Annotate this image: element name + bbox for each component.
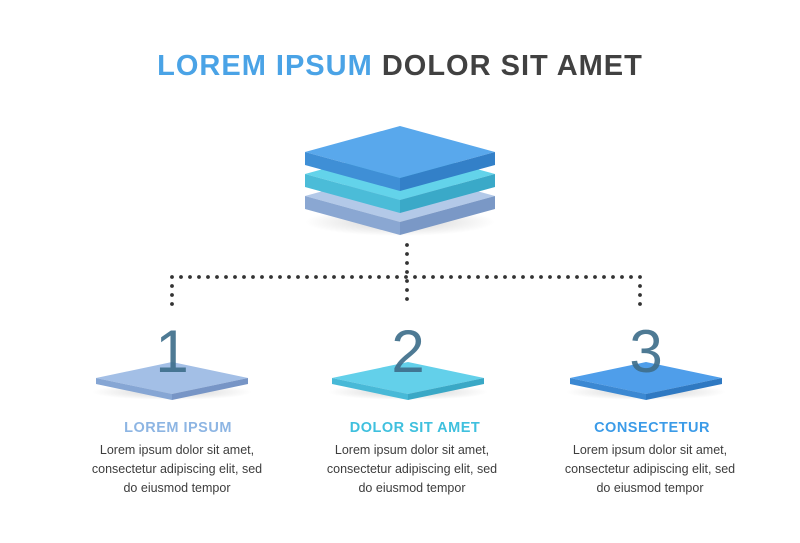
- step-platform-1: 1: [92, 318, 252, 400]
- page-title: LOREM IPSUM DOLOR SIT AMET: [0, 50, 800, 83]
- connector-dot: [359, 275, 363, 279]
- step-heading-3: CONSECTETUR: [594, 420, 710, 436]
- connector-dot: [377, 275, 381, 279]
- connector-dot: [422, 275, 426, 279]
- connector-dot: [323, 275, 327, 279]
- connector-dot: [566, 275, 570, 279]
- connector-dot: [251, 275, 255, 279]
- connector-dot: [602, 275, 606, 279]
- step-description-2: Lorem ipsum dolor sit amet, consectetur …: [292, 441, 532, 498]
- connector-dot: [503, 275, 507, 279]
- description-line: consectetur adipiscing elit, sed: [564, 462, 736, 476]
- connector-dot: [405, 261, 409, 265]
- connector-dot: [260, 275, 264, 279]
- title-accent-part: LOREM IPSUM: [157, 50, 373, 82]
- connector-dot: [305, 275, 309, 279]
- step-platform-3: 3: [566, 318, 726, 400]
- connector-dot: [405, 279, 409, 283]
- connector-dot: [458, 275, 462, 279]
- connector-dot: [467, 275, 471, 279]
- title-dark-part: DOLOR SIT AMET: [381, 50, 643, 82]
- step-heading-1: LOREM IPSUM: [124, 420, 232, 436]
- connector-dot: [494, 275, 498, 279]
- connector-dot: [206, 275, 210, 279]
- connector-dot: [386, 275, 390, 279]
- connector-dot: [341, 275, 345, 279]
- step-number-3: 3: [629, 318, 662, 385]
- step-number-1: 1: [155, 318, 188, 385]
- connector-dot: [485, 275, 489, 279]
- connector-dot: [215, 275, 219, 279]
- connector-dot: [405, 243, 409, 247]
- connector-dot: [170, 275, 174, 279]
- connector-dot: [278, 275, 282, 279]
- connector-dot: [638, 275, 642, 279]
- description-line: do eiusmod tempor: [358, 481, 466, 495]
- step-heading-2: DOLOR SIT AMET: [349, 420, 481, 436]
- step-platform-2: 2: [328, 318, 488, 400]
- connector-dot: [233, 275, 237, 279]
- connector-dot: [638, 284, 642, 288]
- connector-dot: [368, 275, 372, 279]
- connector-dot: [296, 275, 300, 279]
- description-line: Lorem ipsum dolor sit amet,: [572, 443, 728, 457]
- connector-dot: [539, 275, 543, 279]
- connector-dot: [242, 275, 246, 279]
- connector-dot: [188, 275, 192, 279]
- connector-dot: [395, 275, 399, 279]
- connector-dot: [405, 297, 409, 301]
- connector-dot: [548, 275, 552, 279]
- connector-dot: [575, 275, 579, 279]
- connector-drop-3: [638, 284, 642, 306]
- connector-dot: [170, 302, 174, 306]
- step-description-3: Lorem ipsum dolor sit amet, consectetur …: [530, 441, 770, 498]
- connector-dot: [350, 275, 354, 279]
- connector-dot: [269, 275, 273, 279]
- connector-dot: [224, 275, 228, 279]
- connector-dot: [629, 275, 633, 279]
- step-number-2: 2: [391, 318, 424, 385]
- connector-dot: [431, 275, 435, 279]
- description-line: do eiusmod tempor: [123, 481, 231, 495]
- connector-lines: [170, 243, 642, 306]
- connector-dot: [314, 275, 318, 279]
- connector-dot: [170, 293, 174, 297]
- step-description-1: Lorem ipsum dolor sit amet, consectetur …: [57, 441, 297, 498]
- connector-dot: [405, 270, 409, 274]
- connector-trunk: [405, 243, 409, 301]
- connector-dot: [170, 284, 174, 288]
- connector-dot: [449, 275, 453, 279]
- layer-top: [305, 126, 495, 191]
- connector-dot: [557, 275, 561, 279]
- connector-dot: [413, 275, 417, 279]
- connector-dot: [179, 275, 183, 279]
- connector-drop-1: [170, 284, 174, 306]
- connector-dot: [521, 275, 525, 279]
- connector-dot: [638, 302, 642, 306]
- connector-dot: [404, 275, 408, 279]
- stacked-layers-icon: [305, 126, 495, 236]
- description-line: consectetur adipiscing elit, sed: [326, 462, 498, 476]
- connector-dot: [476, 275, 480, 279]
- connector-dot: [611, 275, 615, 279]
- connector-dot: [332, 275, 336, 279]
- connector-dot: [512, 275, 516, 279]
- connector-dot: [620, 275, 624, 279]
- connector-dot: [287, 275, 291, 279]
- connector-dot: [405, 288, 409, 292]
- connector-dot: [584, 275, 588, 279]
- connector-dot: [440, 275, 444, 279]
- connector-branch: [170, 275, 642, 279]
- connector-dot: [405, 252, 409, 256]
- connector-dot: [197, 275, 201, 279]
- connector-dot: [638, 293, 642, 297]
- description-line: do eiusmod tempor: [596, 481, 704, 495]
- description-line: Lorem ipsum dolor sit amet,: [334, 443, 490, 457]
- connector-dot: [593, 275, 597, 279]
- description-line: consectetur adipiscing elit, sed: [91, 462, 263, 476]
- connector-dot: [530, 275, 534, 279]
- description-line: Lorem ipsum dolor sit amet,: [99, 443, 255, 457]
